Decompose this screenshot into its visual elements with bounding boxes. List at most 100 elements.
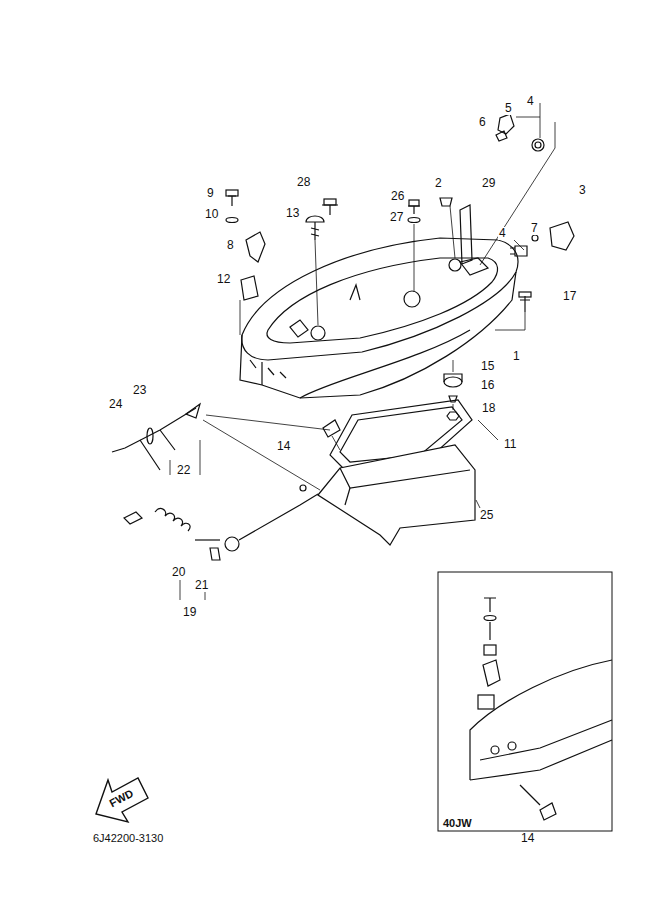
forward-arrow <box>96 778 148 822</box>
bottom-cowling <box>240 238 518 398</box>
callout-number: 15 <box>480 360 495 373</box>
drawing-stroke <box>250 360 286 378</box>
drawing-stroke <box>440 198 452 206</box>
drawing-stroke <box>324 199 336 205</box>
drawing-stroke <box>460 205 472 264</box>
drawing-stroke <box>470 740 612 780</box>
drawing-stroke <box>480 122 555 265</box>
drawing-stroke <box>315 240 318 325</box>
drawing-stroke <box>484 598 496 612</box>
callout-number: 1 <box>512 350 521 363</box>
drawing-stroke <box>520 785 540 805</box>
drawing-stroke <box>323 420 340 437</box>
drawing-stroke <box>532 139 544 151</box>
drawing-stroke <box>226 218 238 223</box>
drawing-stroke <box>246 232 265 262</box>
drawing-stroke <box>155 509 190 531</box>
callout-number: 19 <box>182 606 197 619</box>
drawing-stroke <box>491 746 499 754</box>
inset-view <box>438 572 612 831</box>
drawing-stroke <box>450 206 455 258</box>
callout-number: 16 <box>480 379 495 392</box>
leader-lines <box>170 103 555 600</box>
drawing-stroke <box>470 660 612 780</box>
drawing-stroke <box>311 326 325 340</box>
drawing-stroke <box>290 320 308 337</box>
callout-number: 23 <box>132 384 147 397</box>
view-label: 40JW <box>442 817 473 830</box>
drawing-stroke <box>484 645 496 655</box>
drawing-stroke <box>322 205 338 215</box>
drawing-stroke <box>318 445 475 545</box>
drawing-stroke <box>300 330 470 398</box>
callout-number: 21 <box>194 579 209 592</box>
small-parts <box>226 114 574 437</box>
drawing-stroke <box>239 494 318 540</box>
gasket-and-cover <box>318 400 475 545</box>
drawing-stroke <box>480 720 612 760</box>
drawing-stroke <box>478 420 498 440</box>
drawing-stroke <box>532 235 538 241</box>
drawing-stroke <box>350 285 360 300</box>
drawing-stroke <box>449 259 461 271</box>
drawing-stroke <box>444 374 462 382</box>
drawing-stroke <box>332 436 340 450</box>
drawing-stroke <box>240 272 516 398</box>
drawing-stroke <box>242 238 518 360</box>
drawing-stroke <box>311 222 319 240</box>
callout-number: 14 <box>520 832 535 845</box>
drawing-stroke <box>195 539 220 540</box>
drawing-stroke <box>210 548 220 560</box>
drawing-stroke <box>496 131 507 141</box>
callout-number: 11 <box>503 438 517 451</box>
drawing-code: 6J42200-3130 <box>92 832 164 845</box>
drawing-stroke <box>241 276 258 300</box>
drawing-stroke <box>408 206 420 214</box>
drawing-stroke <box>535 142 541 148</box>
callout-number: 5 <box>504 102 513 115</box>
drawing-stroke <box>261 362 262 385</box>
drawing-stroke <box>340 468 470 488</box>
callout-number: 26 <box>390 190 405 203</box>
callout-number: 27 <box>389 211 404 224</box>
drawing-stroke <box>267 258 498 343</box>
callout-number: 17 <box>562 290 577 303</box>
drawing-stroke <box>478 695 494 709</box>
drawing-stroke <box>345 488 350 505</box>
callout-number: 29 <box>481 177 496 190</box>
drawing-stroke <box>444 377 462 387</box>
drawing-stroke <box>516 103 540 138</box>
drawing-stroke <box>519 292 531 297</box>
drawing-stroke <box>483 660 500 686</box>
callout-number: 24 <box>108 398 123 411</box>
callout-number: 9 <box>206 187 215 200</box>
drawing-stroke <box>186 404 200 418</box>
callout-number: 6 <box>478 116 487 129</box>
callout-number: 8 <box>226 239 235 252</box>
drawing-stroke <box>520 296 530 312</box>
callout-number: 10 <box>204 208 219 221</box>
drawing-stroke <box>460 258 488 275</box>
drawing-stroke <box>226 190 238 196</box>
drawing-stroke <box>540 803 556 820</box>
callout-number: 25 <box>479 509 494 522</box>
callout-number: 14 <box>276 440 291 453</box>
drawing-stroke <box>414 224 415 292</box>
callout-number: 12 <box>216 273 231 286</box>
drawing-stroke <box>508 742 516 750</box>
callout-number: 13 <box>285 207 300 220</box>
drawing-stroke <box>147 428 153 444</box>
callout-number: 7 <box>530 222 539 235</box>
drawing-stroke <box>240 300 241 335</box>
drawing-stroke <box>514 240 524 250</box>
drawing-stroke <box>300 485 306 491</box>
drawing-stroke <box>438 572 612 831</box>
callout-number: 18 <box>481 402 496 415</box>
callout-number: 22 <box>176 464 191 477</box>
drawing-stroke <box>489 622 490 640</box>
drawing-stroke <box>498 114 514 134</box>
callout-number: 4 <box>526 95 535 108</box>
drawing-stroke <box>225 537 239 551</box>
drawing-stroke <box>484 616 496 621</box>
